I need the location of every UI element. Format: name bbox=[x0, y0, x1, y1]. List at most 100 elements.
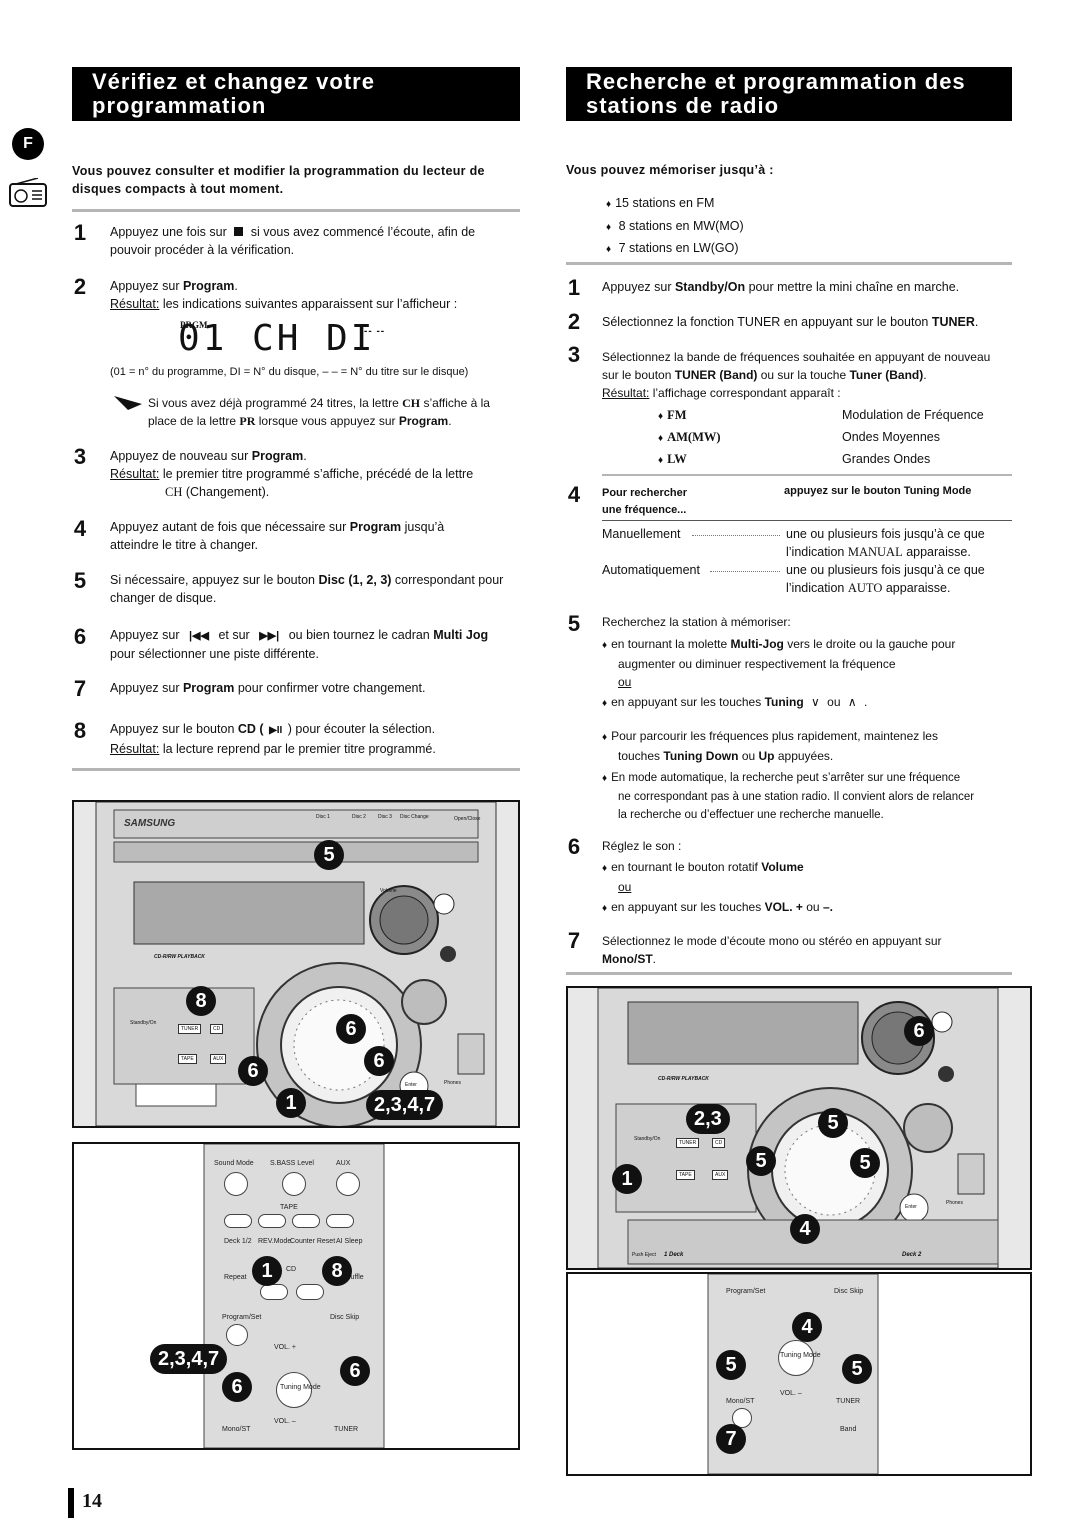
callout: 8 bbox=[322, 1256, 352, 1286]
sbass-button[interactable] bbox=[282, 1172, 306, 1196]
station-item: ♦15 stations en FM bbox=[606, 196, 715, 210]
tape-button[interactable]: TAPE bbox=[178, 1054, 197, 1064]
enter-button[interactable]: Enter bbox=[405, 1082, 417, 1088]
cd-play-pause-button[interactable] bbox=[296, 1284, 324, 1300]
lcd-text: 01 CH DI bbox=[178, 318, 376, 359]
tuner-label: TUNER bbox=[836, 1398, 861, 1405]
callout: 5 bbox=[716, 1350, 746, 1380]
tip-text: Si vous avez déjà programmé 24 titres, l… bbox=[148, 396, 490, 428]
tuning-mode-label: Tuning Mode bbox=[780, 1352, 821, 1359]
aux-label: AUX bbox=[336, 1160, 351, 1167]
divider bbox=[566, 262, 1012, 265]
deck-label: Deck 1/2 bbox=[224, 1238, 252, 1245]
step-number: 5 bbox=[73, 568, 87, 593]
cd-button[interactable]: CD bbox=[712, 1138, 726, 1148]
step-number: 6 bbox=[73, 624, 87, 649]
step-number: 6 bbox=[567, 834, 581, 859]
station-item: ♦ 7 stations en LW(GO) bbox=[606, 241, 739, 255]
lcd-note: (01 = n° du programme, DI = N° du disque… bbox=[110, 366, 469, 378]
callout: 6 bbox=[340, 1356, 370, 1386]
tuning-up-icon: ∧ bbox=[847, 695, 857, 709]
callout: 2,3,4,7 bbox=[150, 1344, 228, 1374]
aux-button[interactable] bbox=[336, 1172, 360, 1196]
callout: 5 bbox=[850, 1148, 880, 1178]
left-section-title: Vérifiez et changez votre programmation bbox=[72, 67, 520, 121]
phones-jack: Phones bbox=[946, 1200, 963, 1206]
step-text: Appuyez sur Program pour confirmer votre… bbox=[110, 681, 426, 695]
tuner-button[interactable]: TUNER bbox=[178, 1024, 202, 1034]
right-section-title: Recherche et programmation des stations … bbox=[566, 67, 1012, 121]
table-header-col1: Pour rechercher une fréquence... bbox=[602, 487, 687, 516]
standby-button[interactable]: Standby/On bbox=[634, 1136, 661, 1142]
step-text: Appuyez une fois sur si vous avez commen… bbox=[110, 225, 476, 257]
tape-play-button[interactable] bbox=[326, 1214, 354, 1228]
aux-button[interactable]: AUX bbox=[210, 1054, 227, 1064]
page-number: 14 bbox=[82, 1490, 102, 1512]
tape-ff-button[interactable] bbox=[258, 1214, 286, 1228]
callout: 5 bbox=[842, 1354, 872, 1384]
page-number-bar bbox=[68, 1488, 74, 1518]
band-item: ♦AM(MW)Ondes Moyennes bbox=[658, 430, 940, 444]
disc-3-button[interactable]: Disc 3 bbox=[378, 814, 392, 820]
step-text: Sélectionnez la fonction TUNER en appuya… bbox=[602, 315, 979, 329]
step-number: 4 bbox=[73, 516, 87, 541]
left-intro: Vous pouvez consulter et modifier la pro… bbox=[72, 164, 485, 196]
tape-button[interactable]: TAPE bbox=[676, 1170, 695, 1180]
standby-button[interactable]: Standby/On bbox=[130, 1020, 157, 1026]
tuning-mode-button[interactable] bbox=[276, 1372, 312, 1408]
band-label: Band bbox=[840, 1426, 857, 1433]
tuning-mode-button[interactable] bbox=[778, 1340, 814, 1376]
stations-list: ♦15 stations en FM ♦ 8 stations en MW(MO… bbox=[606, 193, 744, 261]
cd-label: CD bbox=[286, 1266, 297, 1273]
step-text: Recherchez la station à mémoriser: ♦en t… bbox=[602, 615, 975, 821]
divider bbox=[602, 474, 1012, 476]
cd-button[interactable]: CD bbox=[210, 1024, 224, 1034]
callout: 7 bbox=[716, 1424, 746, 1454]
mono-st-label: Mono/ST bbox=[726, 1398, 755, 1405]
device-front-panel-left: SAMSUNG Disc 1 Disc 2 Disc 3 Disc Change… bbox=[72, 800, 520, 1128]
cdrw-label: CD-R/RW PLAYBACK bbox=[658, 1076, 709, 1082]
phones-jack: Phones bbox=[444, 1080, 461, 1086]
disc-2-button[interactable]: Disc 2 bbox=[352, 814, 366, 820]
stop-icon bbox=[234, 227, 244, 236]
sound-mode-label: Sound Mode bbox=[214, 1160, 254, 1167]
step-text: Appuyez sur Standby/On pour mettre la mi… bbox=[602, 280, 960, 294]
sound-mode-button[interactable] bbox=[224, 1172, 248, 1196]
step-number: 8 bbox=[73, 718, 87, 743]
tape-rewind-button[interactable] bbox=[224, 1214, 252, 1228]
tuner-button[interactable]: TUNER bbox=[676, 1138, 700, 1148]
step-text: Appuyez sur le bouton CD ( ▶II ) pour éc… bbox=[110, 722, 436, 756]
step-number: 7 bbox=[567, 928, 581, 953]
callout: 6 bbox=[222, 1372, 252, 1402]
step-number: 3 bbox=[73, 444, 87, 469]
disc-skip-label: Disc Skip bbox=[834, 1288, 864, 1295]
tape-stop-button[interactable] bbox=[292, 1214, 320, 1228]
table-row: Automatiquement une ou plusieurs fois ju… bbox=[602, 563, 985, 595]
callout: 2,3 bbox=[686, 1104, 730, 1134]
vol-plus-label: VOL. + bbox=[274, 1344, 296, 1351]
callout: 8 bbox=[186, 986, 216, 1016]
lcd-dashes: -- -- bbox=[364, 326, 386, 337]
step-text: Sélectionnez la bande de fréquences souh… bbox=[602, 350, 991, 400]
mono-st-button[interactable] bbox=[732, 1408, 752, 1428]
callout: 2,3,4,7 bbox=[366, 1090, 444, 1120]
step-text: Sélectionnez le mode d’écoute mono ou st… bbox=[602, 934, 942, 966]
open-close-button[interactable]: Open/Close bbox=[454, 816, 481, 822]
mono-st-label: Mono/ST bbox=[222, 1426, 251, 1433]
pen-icon bbox=[114, 396, 142, 413]
program-set-button[interactable] bbox=[226, 1324, 248, 1346]
disc-change-button[interactable]: Disc Change bbox=[400, 814, 429, 820]
enter-button[interactable]: Enter bbox=[905, 1204, 917, 1210]
counter-reset-label: Counter Reset bbox=[290, 1238, 336, 1245]
callout: 5 bbox=[746, 1146, 776, 1176]
sbass-label: S.BASS Level bbox=[270, 1160, 314, 1167]
step-number: 7 bbox=[73, 676, 87, 701]
cd-stop-button[interactable] bbox=[260, 1284, 288, 1300]
program-set-label: Program/Set bbox=[222, 1314, 262, 1321]
disc-1-button[interactable]: Disc 1 bbox=[316, 814, 330, 820]
step-text: Réglez le son : ♦en tournant le bouton r… bbox=[602, 839, 833, 914]
step-number: 3 bbox=[567, 342, 581, 367]
aux-button[interactable]: AUX bbox=[712, 1170, 729, 1180]
volume-label: Volume bbox=[380, 888, 397, 894]
